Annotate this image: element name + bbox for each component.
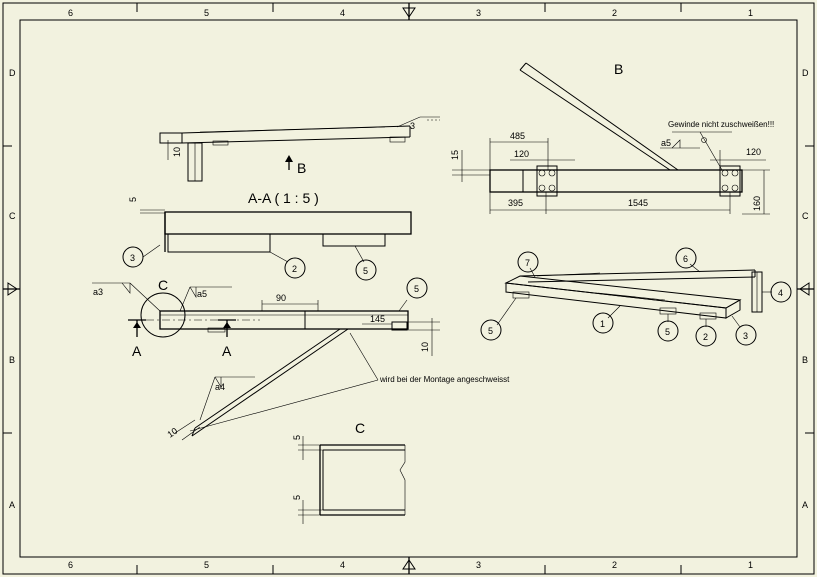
row-label-left-3: B	[9, 355, 15, 365]
detail-c-dim-5-bottom: 5	[292, 495, 302, 500]
top-view: 10 3 B	[159, 116, 440, 182]
view-b-dim-120-left: 120	[514, 149, 529, 159]
view-b-thread-note: Gewinde nicht zuschweißen!!!	[668, 120, 774, 129]
balloon-5-side: 5	[414, 284, 419, 294]
center-mark-top	[402, 3, 416, 20]
center-mark-bottom	[402, 557, 416, 574]
section-dim-5: 5	[128, 197, 138, 202]
view-b-dim-485: 485	[510, 131, 525, 141]
iso-balloon-7: 7	[525, 258, 530, 268]
row-label-left-2: C	[9, 211, 16, 221]
col-label-top-6: 1	[748, 8, 753, 18]
center-mark-left	[3, 282, 20, 296]
row-label-right-1: D	[802, 68, 809, 78]
iso-balloon-4: 4	[778, 288, 783, 298]
detail-c-marker: C	[158, 277, 168, 293]
view-b-weld-a5: a5	[661, 138, 671, 148]
detail-c-dim-5-top: 5	[292, 435, 302, 440]
row-label-right-4: A	[802, 500, 808, 510]
section-label-a-right: A	[222, 343, 232, 359]
isometric-view: 7 6 4 5 1 5 2 3	[480, 247, 792, 347]
section-a-a: A-A ( 1 : 5 ) 5 3 2 5	[122, 190, 412, 281]
balloon-3-section: 3	[130, 253, 135, 263]
col-label-bottom-2: 5	[204, 560, 209, 570]
dim-90: 90	[276, 293, 286, 303]
col-label-bottom-1: 6	[68, 560, 73, 570]
col-label-top-5: 2	[612, 8, 617, 18]
detail-c-title: C	[355, 420, 365, 436]
detail-c: C 5 5	[292, 420, 406, 524]
center-mark-right	[797, 282, 814, 296]
view-b-dim-120-right: 120	[746, 147, 761, 157]
section-arrow-right	[218, 319, 236, 337]
col-label-top-4: 3	[476, 8, 481, 18]
dim-145: 145	[370, 314, 385, 324]
section-arrow-left	[128, 319, 146, 337]
view-b-dim-15: 15	[450, 150, 460, 160]
weld-a4: a4	[215, 382, 225, 392]
col-label-top-2: 5	[204, 8, 209, 18]
row-label-left-1: D	[9, 68, 16, 78]
col-label-bottom-6: 1	[748, 560, 753, 570]
view-b-dim-160: 160	[752, 196, 762, 211]
view-b: B 485 120 15 395 1545 120	[450, 61, 774, 215]
weld-a5-side: a5	[197, 289, 207, 299]
row-label-left-4: A	[9, 500, 15, 510]
weld-a3: a3	[93, 287, 103, 297]
iso-balloon-1: 1	[600, 319, 605, 329]
dim-10-side: 10	[420, 342, 430, 352]
view-b-title: B	[614, 61, 623, 77]
col-label-bottom-4: 3	[476, 560, 481, 570]
iso-balloon-2: 2	[703, 332, 708, 342]
iso-balloon-5-right: 5	[665, 327, 670, 337]
row-label-right-3: B	[802, 355, 808, 365]
top-view-weld-3: 3	[410, 121, 415, 131]
balloon-2-section: 2	[292, 264, 297, 274]
row-label-right-2: C	[802, 211, 809, 221]
side-view: C a3 a5 90 145 10 5 A A	[92, 277, 510, 441]
dim-10-strut: 10	[165, 426, 179, 440]
top-view-dim-10: 10	[172, 147, 182, 157]
col-label-top-3: 4	[340, 8, 345, 18]
view-b-dim-395: 395	[508, 198, 523, 208]
iso-balloon-3: 3	[743, 331, 748, 341]
section-a-a-title: A-A ( 1 : 5 )	[248, 190, 319, 206]
view-b-arrow-label: B	[297, 160, 306, 176]
balloon-5-section: 5	[363, 266, 368, 276]
iso-balloon-6: 6	[683, 254, 688, 264]
col-label-bottom-3: 4	[340, 560, 345, 570]
col-label-top-1: 6	[68, 8, 73, 18]
note-assembly-weld: wird bei der Montage angeschweisst	[379, 375, 510, 384]
section-label-a-left: A	[132, 343, 142, 359]
iso-balloon-5-left: 5	[488, 326, 493, 336]
col-label-bottom-5: 2	[612, 560, 617, 570]
view-b-arrow	[285, 155, 293, 170]
view-b-dim-1545: 1545	[628, 198, 648, 208]
